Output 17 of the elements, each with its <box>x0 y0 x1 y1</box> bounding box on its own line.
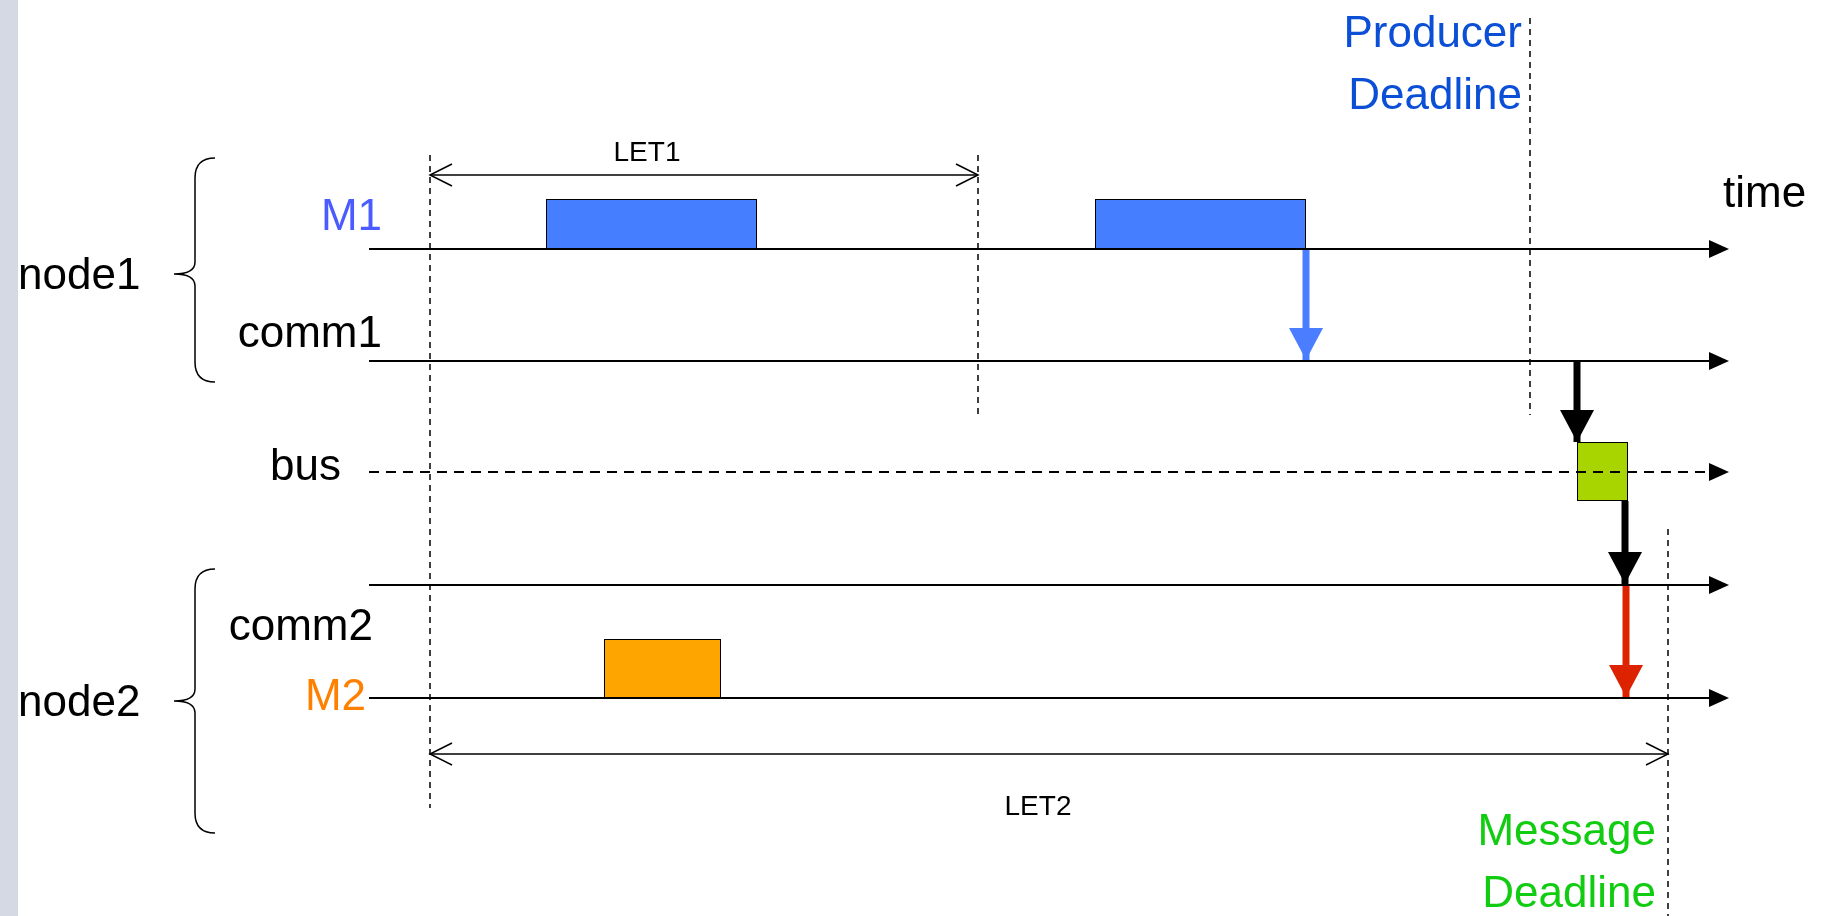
group-label: node1 <box>18 248 141 300</box>
track-label: M2 <box>304 669 366 721</box>
deadline-label: Message Deadline <box>1477 804 1656 916</box>
track-label: M1 <box>320 189 382 241</box>
duration-label: LET2 <box>1004 789 1072 823</box>
deadline-label: Producer Deadline <box>1343 6 1522 120</box>
track-label: comm2 <box>228 599 373 651</box>
bus-frame-block <box>1577 442 1628 501</box>
track-label: comm1 <box>237 306 382 358</box>
task-block <box>604 639 721 698</box>
axis-label: time <box>1723 166 1807 218</box>
arrow <box>1608 501 1642 584</box>
track-label: bus <box>270 439 341 491</box>
task-block <box>1095 199 1306 249</box>
duration-label: LET1 <box>613 135 681 169</box>
group-label: node2 <box>18 675 141 727</box>
task-block <box>546 199 757 249</box>
